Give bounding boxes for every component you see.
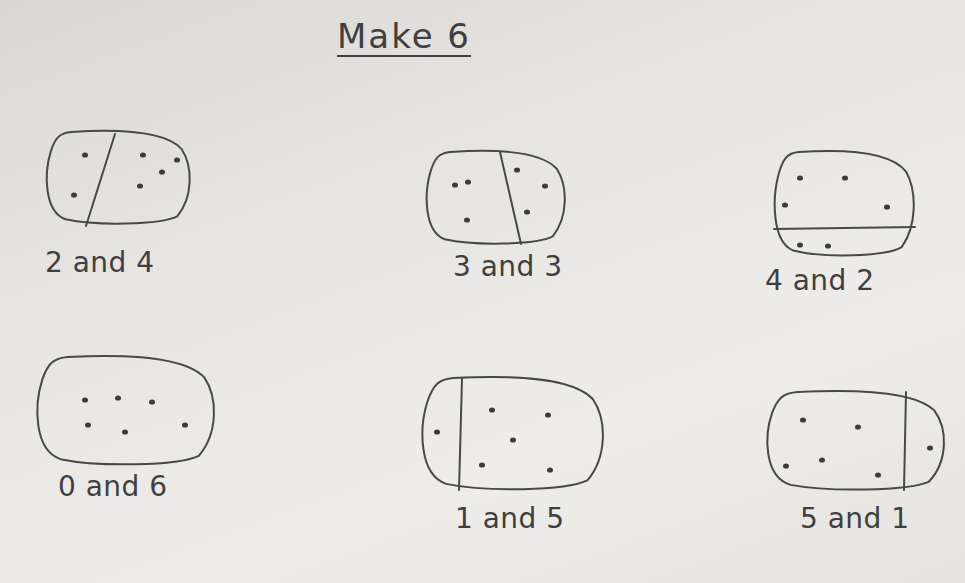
counting-dot [797,175,803,180]
oval-outline [767,391,944,490]
counting-dot [137,183,143,188]
counting-dot [82,397,88,402]
counting-dot [819,457,825,462]
counting-dot [122,429,128,434]
dividing-line [500,152,521,244]
counting-dot [514,167,520,172]
oval-drawing [425,150,567,246]
dividing-line [774,227,915,229]
bond-label: 1 and 5 [455,504,565,535]
title: Make 6 [337,18,471,55]
counting-dot [452,182,458,187]
oval-drawing [773,150,916,258]
counting-dot [479,462,485,467]
oval-drawing [420,376,606,492]
oval-outline [37,356,214,464]
counting-dot [825,243,831,248]
number-bond-oval: 0 and 6 [35,355,217,467]
bond-label: 0 and 6 [58,472,168,503]
counting-dot [800,417,806,422]
oval-outline [422,377,602,489]
counting-dot [159,169,165,174]
counting-dot [782,202,788,207]
bond-label: 5 and 1 [800,504,910,535]
counting-dot [434,429,440,434]
counting-dot [149,399,155,404]
counting-dot [465,179,471,184]
counting-dot [489,407,495,412]
counting-dot [524,209,530,214]
counting-dot [71,192,77,197]
counting-dot [464,217,470,222]
number-bond-oval: 2 and 4 [45,130,192,226]
counting-dot [545,412,551,417]
counting-dot [783,463,789,468]
counting-dot [842,175,848,180]
number-bond-oval: 3 and 3 [425,150,567,246]
oval-outline [47,131,190,224]
counting-dot [547,467,553,472]
number-bond-oval: 4 and 2 [773,150,916,258]
counting-dot [927,445,933,450]
number-bond-oval: 5 and 1 [765,390,947,492]
dividing-line [459,379,462,490]
counting-dot [875,472,881,477]
bond-label: 3 and 3 [453,252,563,283]
counting-dot [82,152,88,157]
counting-dot [174,157,180,162]
oval-drawing [765,390,947,492]
dividing-line [86,134,115,226]
bond-label: 4 and 2 [765,266,875,297]
counting-dot [140,152,146,157]
counting-dot [797,242,803,247]
counting-dot [542,183,548,188]
counting-dot [510,437,516,442]
counting-dot [115,395,121,400]
counting-dot [85,422,91,427]
oval-outline [775,151,914,256]
oval-drawing [35,355,217,467]
number-bond-oval: 1 and 5 [420,376,606,492]
bond-label: 2 and 4 [45,248,155,279]
counting-dot [182,422,188,427]
oval-drawing [45,130,192,226]
oval-outline [427,151,565,244]
counting-dot [855,424,861,429]
dividing-line [904,392,906,490]
counting-dot [884,204,890,209]
